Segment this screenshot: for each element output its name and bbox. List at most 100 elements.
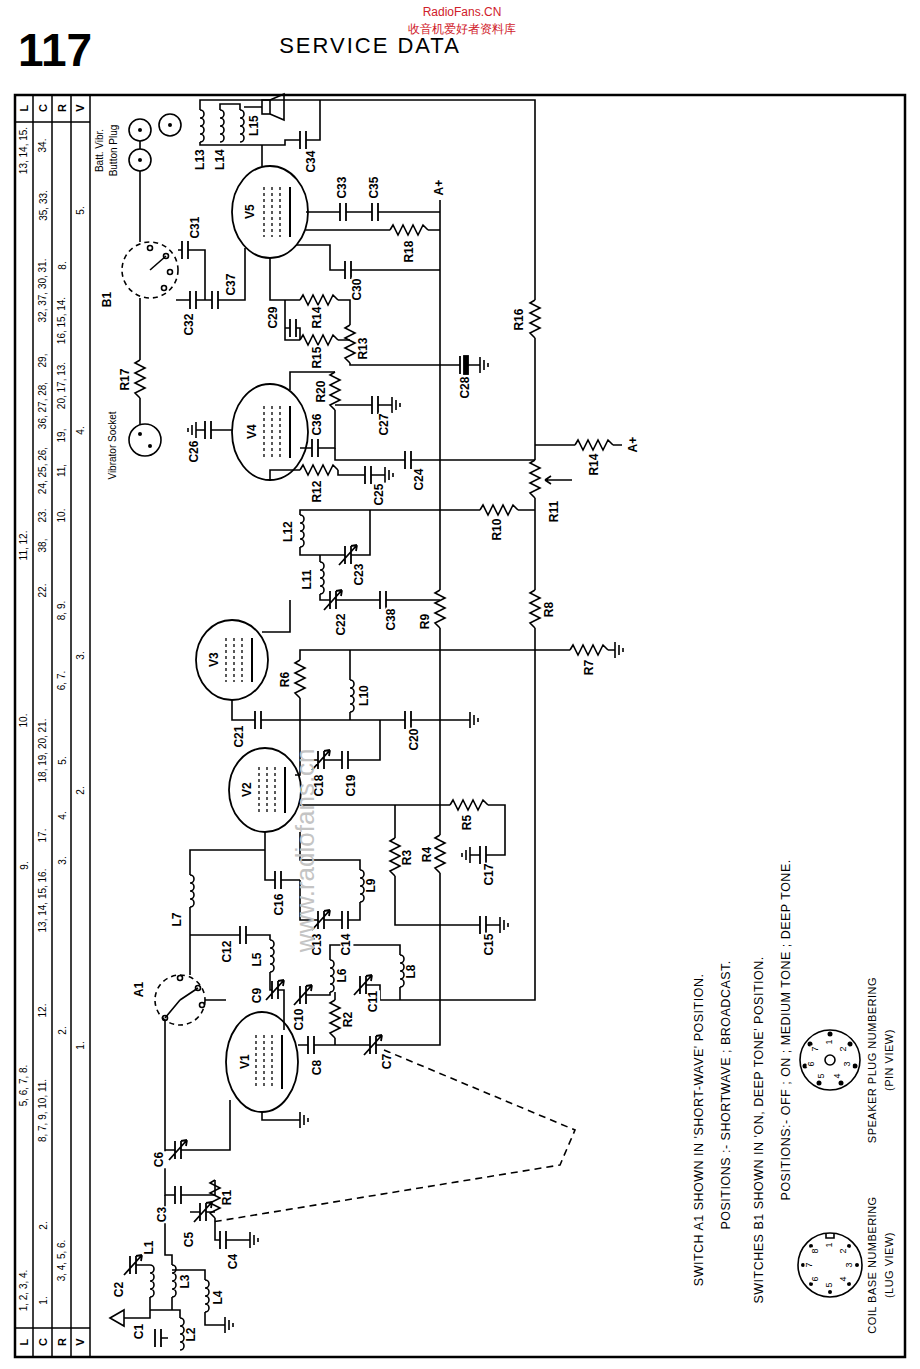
component-label: C10 (293, 1008, 306, 1032)
table-header: R (56, 103, 68, 113)
component-label: C27 (378, 413, 391, 437)
capacitor-symbols (124, 131, 486, 1347)
component-label: R15 (311, 346, 324, 370)
component-label: C9 (251, 987, 264, 1004)
component-label: C29 (267, 306, 280, 330)
component-label: C7 (381, 1053, 394, 1070)
component-label: V1 (238, 1054, 251, 1071)
component-label: C17 (483, 863, 496, 887)
component-label: C36 (311, 413, 324, 437)
component-label: R3 (401, 849, 414, 866)
component-label: L12 (281, 521, 294, 544)
resistor-symbols (135, 225, 613, 1218)
table-header: L (18, 104, 30, 113)
table-header: C (37, 1337, 49, 1347)
component-label: C8 (311, 1059, 324, 1076)
page-title: SERVICE DATA (278, 34, 462, 58)
table-cell: 1. (38, 1295, 49, 1305)
table-cell: 2. (38, 1220, 49, 1230)
pin-number: 7 (811, 1045, 821, 1052)
component-label: L2 (185, 1327, 198, 1343)
component-label: L1 (143, 1240, 156, 1256)
component-label: C4 (227, 1253, 240, 1270)
table-cell: 20, 17, 13. (56, 360, 67, 409)
caption-text: COIL BASE NUMBERING (866, 1195, 878, 1334)
table-cell: 5. (57, 755, 68, 765)
component-label: C14 (340, 933, 353, 957)
component-label: C33 (336, 176, 349, 200)
misc-symbols (110, 94, 862, 1326)
component-label: R16 (513, 308, 526, 332)
component-label: R5 (461, 814, 474, 831)
caption-text: (LUG VIEW) (883, 1231, 895, 1299)
table-cell: 24, 25, 26, (37, 445, 48, 494)
pin-number: 6 (811, 1275, 821, 1282)
pin-number: 5 (825, 1281, 835, 1288)
wires (124, 100, 622, 1338)
caption-text: SPEAKER PLUG NUMBERING (866, 976, 878, 1144)
component-label: R17 (119, 368, 132, 392)
component-label: A+ (627, 436, 640, 454)
table-cell: 3, 4, 5, 6. (56, 1238, 67, 1282)
component-label: C35 (368, 176, 381, 200)
component-label: R9 (419, 613, 432, 630)
pin-dots (138, 123, 859, 1294)
caption-text: (PIN VIEW) (883, 1028, 895, 1092)
note-text: SWITCHES B1 SHOWN IN 'ON, DEEP TONE' POS… (753, 955, 767, 1304)
page-number: 117 (17, 25, 93, 76)
pin-number: 7 (805, 1261, 815, 1268)
pin-number: 4 (839, 1275, 849, 1282)
component-label: C2 (113, 1281, 126, 1298)
ground-symbols (188, 357, 623, 1333)
component-label: L5 (251, 952, 264, 968)
note-text: POSITIONS :- SHORTWAVE ; BROADCAST. (720, 959, 734, 1230)
component-label: L4 (212, 1290, 225, 1306)
table-cell: 32, 37, 30, 31. (37, 257, 48, 323)
table-cell: 22. (38, 582, 49, 598)
component-label: R12 (311, 480, 324, 504)
table-cell: 38, (38, 537, 49, 553)
component-label: R10 (491, 518, 504, 542)
coil-symbols (150, 110, 404, 1350)
component-label: C24 (413, 468, 426, 492)
table-header: L (18, 1338, 30, 1347)
table-cell: 6, 7. (57, 669, 68, 690)
component-label: L11 (301, 569, 314, 591)
component-label: C26 (188, 440, 201, 464)
table-cell: 5, 6, 7, 8. (18, 1063, 29, 1107)
table-header: C (37, 103, 49, 113)
pin-number: 3 (843, 1060, 853, 1067)
component-label: A+ (433, 179, 446, 197)
table-cell: 1. (75, 1040, 86, 1050)
pin-number: 1 (825, 1038, 835, 1045)
table-cell: 1, 2, 3, 4. (18, 1268, 29, 1312)
component-label: L15 (247, 115, 260, 138)
component-label: L7 (171, 912, 184, 928)
table-cell: 3. (75, 650, 86, 660)
valve-symbols (196, 166, 308, 1112)
table-cell: 4. (75, 425, 86, 435)
table-cell: 9. (19, 860, 30, 870)
watermark-text: www.radiofans.cn (291, 747, 320, 953)
watermark-text: 收音机爱好者资料库 (407, 23, 517, 36)
pin-number: 6 (807, 1060, 817, 1067)
table-cell: 29, (38, 352, 49, 368)
component-label: V3 (207, 652, 220, 669)
component-label: C5 (183, 1231, 196, 1248)
table-cell: 2. (75, 785, 86, 795)
component-label: C25 (373, 483, 386, 507)
component-label: L3 (179, 1274, 192, 1290)
pin-number: 3 (845, 1261, 855, 1268)
component-label: C20 (408, 728, 421, 752)
socket-label: Vibrator Socket (107, 410, 118, 480)
component-label: C6 (153, 1151, 166, 1168)
table-cell: 11, (56, 462, 67, 477)
pin-number: 2 (839, 1247, 849, 1254)
table-cell: 2. (57, 1025, 68, 1035)
component-label: C32 (183, 313, 196, 337)
component-label: L14 (213, 149, 226, 172)
component-label: R7 (583, 659, 596, 676)
component-label: C21 (233, 725, 246, 749)
component-label: C11 (367, 990, 380, 1013)
table-cell: 23. (38, 507, 49, 523)
